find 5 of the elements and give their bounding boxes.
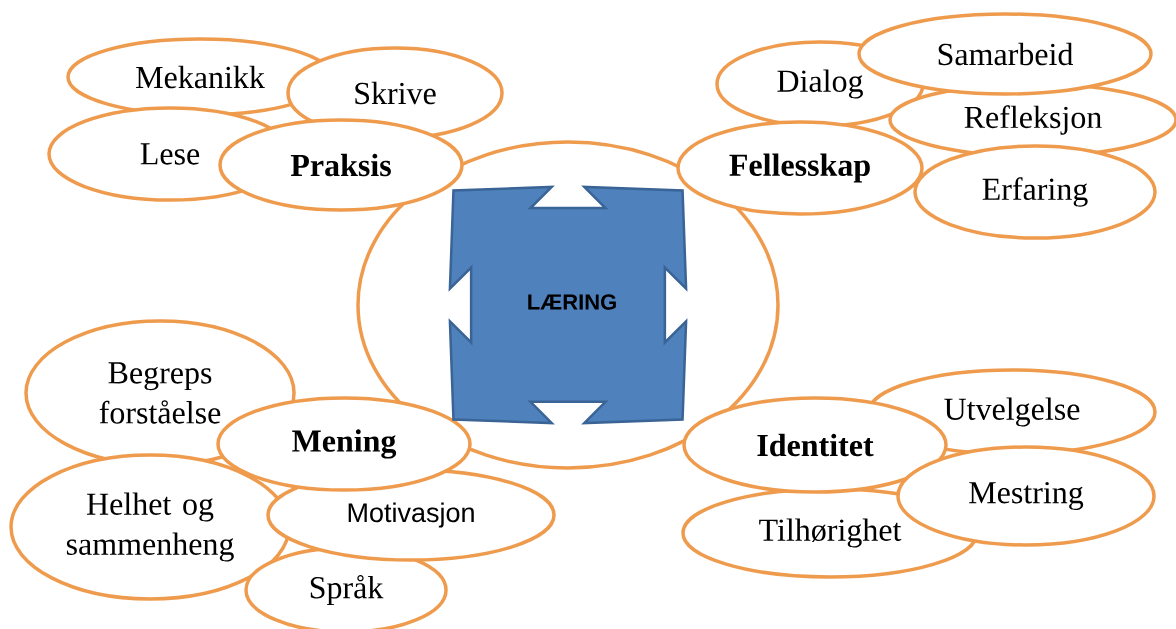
node-label: Refleksjon	[964, 105, 1102, 135]
node-label: Språk	[310, 575, 384, 605]
node-label: Samarbeid	[938, 42, 1074, 66]
node-label: Erfaring	[982, 177, 1088, 207]
node-label: Helhet og sammenheng	[66, 492, 234, 562]
